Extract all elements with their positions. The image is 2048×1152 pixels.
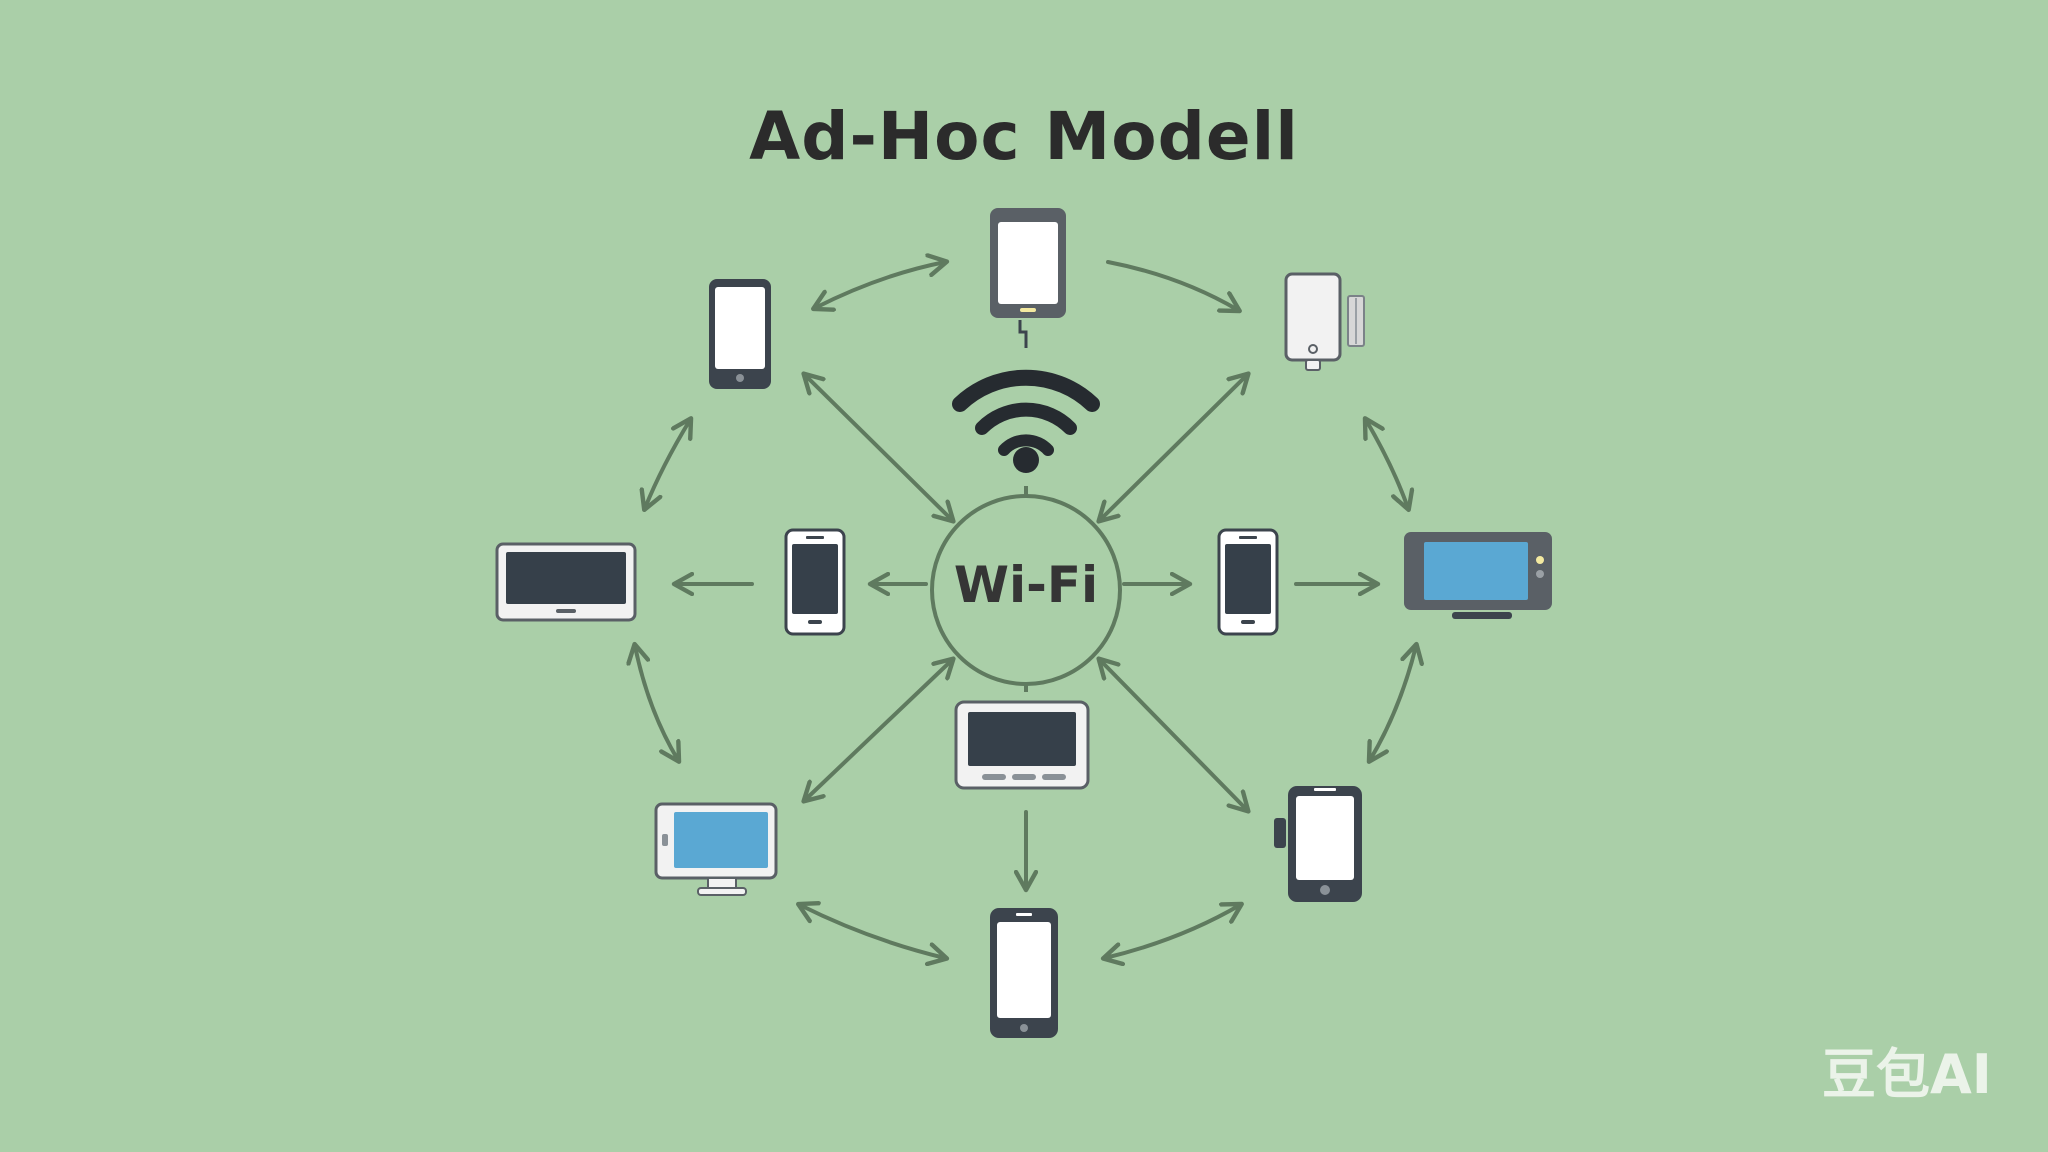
monitor-icon (495, 542, 637, 622)
smartphone-icon (1274, 786, 1362, 902)
wifi-icon (952, 369, 1100, 473)
smartphone-icon (784, 528, 846, 636)
arrow-bottom-right-to-bottom (1105, 905, 1240, 958)
arrow-top-left-to-top (815, 262, 945, 308)
arrow-right-to-bottom-right (1370, 646, 1416, 760)
arrow-hub-top-right (1100, 375, 1247, 520)
wifi-hub-label: Wi-Fi (953, 556, 1099, 614)
arrow-hub-bottom-left (805, 660, 952, 800)
smartphone-icon (709, 279, 771, 389)
arrow-hub-top-left (805, 375, 952, 520)
desktop-icon (654, 802, 778, 896)
arrow-top-left-to-left (645, 420, 690, 508)
arrow-top-to-top-right (1106, 260, 1238, 310)
arrow-top-right-to-right (1366, 420, 1408, 508)
tablet-icon (954, 700, 1090, 790)
watermark: 豆包AI (1822, 1043, 1992, 1106)
smartphone-icon (990, 908, 1058, 1038)
arrow-left-to-bottom-left (635, 646, 678, 760)
router-icon (1284, 272, 1365, 371)
smartphone-icon (990, 208, 1066, 348)
arrow-hub-bottom-right (1100, 660, 1247, 810)
smartphone-icon (1217, 528, 1279, 636)
diagram-title: Ad-Hoc Modell (749, 98, 1299, 175)
display-icon (1404, 532, 1552, 619)
arrow-bottom-left-to-bottom (800, 905, 945, 958)
